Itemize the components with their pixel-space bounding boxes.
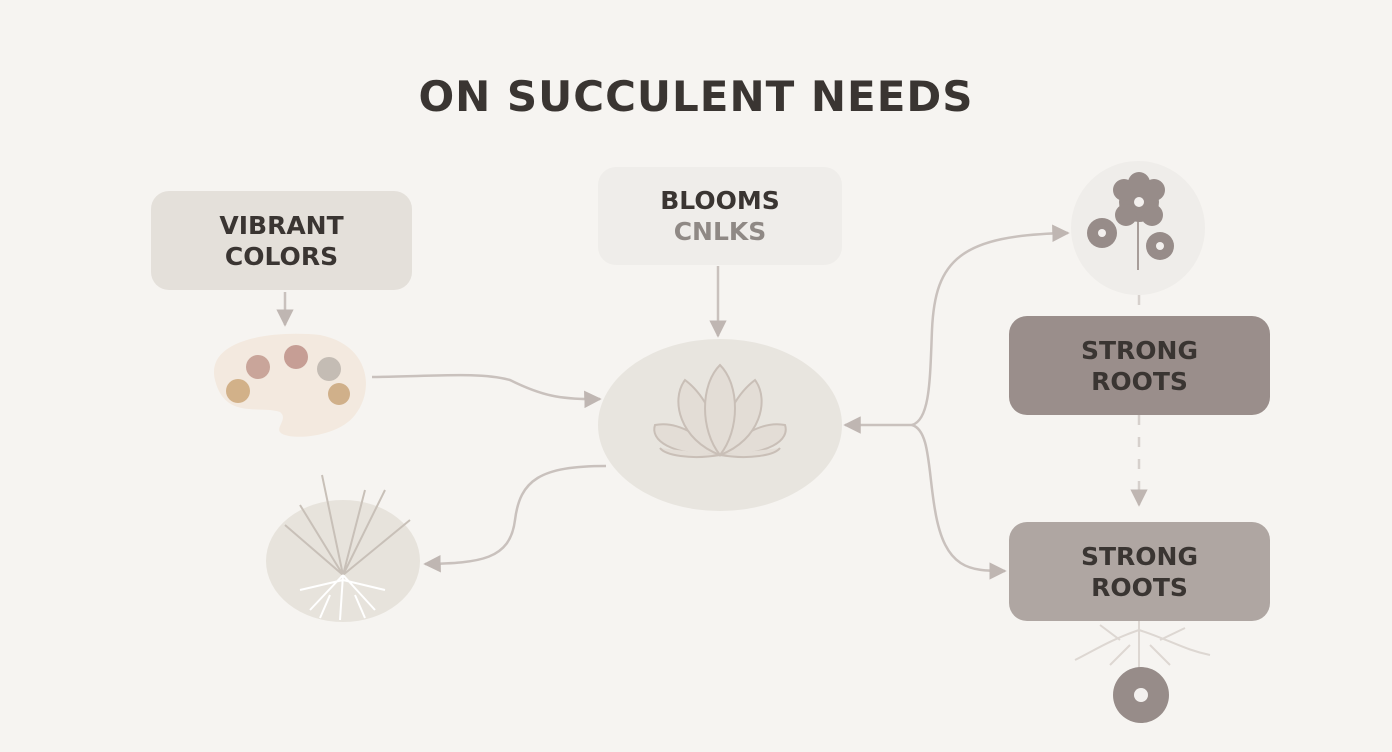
node-vibrant-colors[interactable]: VIBRANT COLORS [151,191,412,290]
node-label-line2: CNLKS [673,217,767,246]
diagram-title: ON SUCCULENT NEEDS [418,72,974,121]
node-strong-roots-2[interactable]: STRONG ROOTS [1009,522,1270,621]
node-strong-roots-1[interactable]: STRONG ROOTS [1009,316,1270,415]
arrow-to-roots2 [911,423,1007,580]
node-label-line1: VIBRANT [219,210,344,240]
palette-icon [213,333,366,437]
node-label-line1: STRONG [1080,335,1198,365]
flowers-icon [1071,161,1205,295]
roots-bulb-icon [1074,620,1211,723]
node-blooms[interactable]: BLOOMS CNLKS [598,167,842,265]
arrow-to-flowers [911,224,1070,427]
node-label-line2: ROOTS [1091,366,1188,396]
node-label-line2: COLORS [224,241,339,271]
arrow-lotus-to-plant [423,464,607,573]
node-label-line2: ROOTS [1091,572,1188,602]
node-label-line1: BLOOMS [660,186,780,215]
node-label-line1: STRONG [1080,541,1198,571]
arrow-palette-to-lotus [371,373,602,409]
lotus-icon [598,339,842,511]
plant-with-roots-icon [266,474,420,622]
